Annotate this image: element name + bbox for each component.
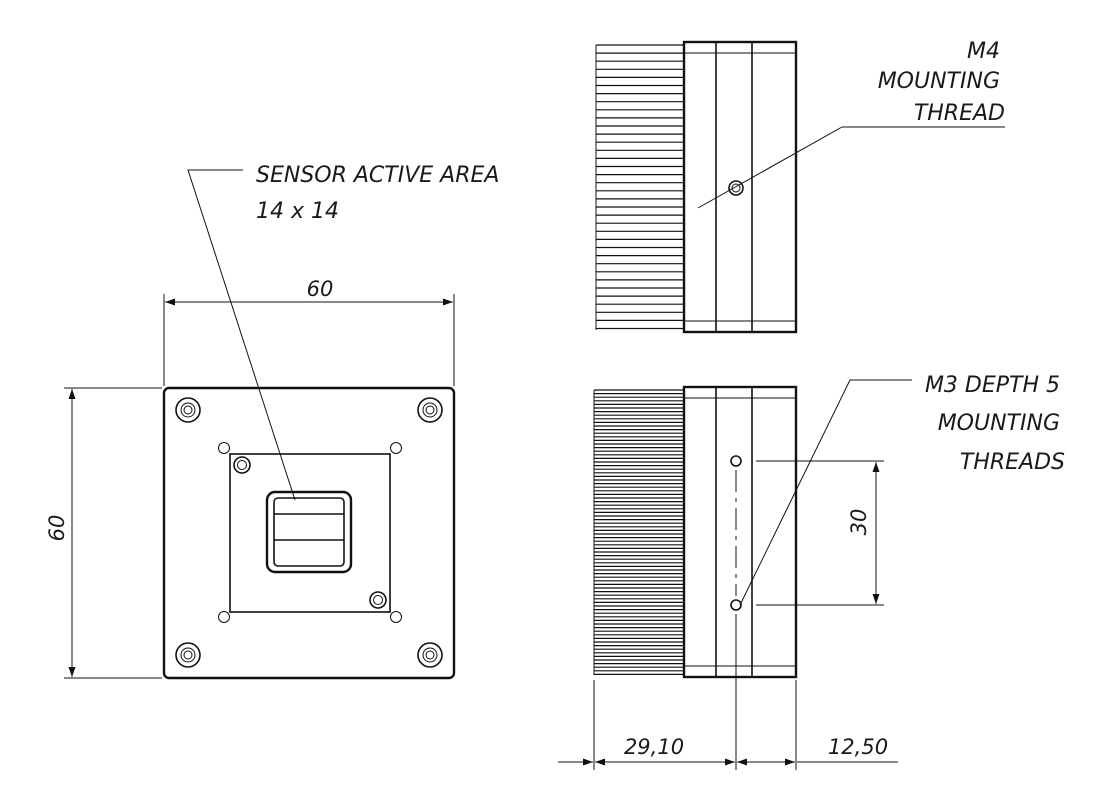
board-hole-bottom-right [390, 611, 402, 623]
m3-label-line2: MOUNTING [938, 411, 1060, 436]
front-plate-outline [162, 386, 456, 680]
sensor-board-outline [229, 453, 391, 613]
corner-screw-bottom-right [417, 642, 443, 668]
corner-screw-bottom-left [175, 642, 201, 668]
corner-screw-top-right [417, 397, 443, 423]
dimension-front-height-text: 60 [45, 515, 69, 542]
dimension-body-offset-text: 12,50 [828, 735, 888, 759]
side-view-bottom [558, 379, 912, 770]
sensor-leader-line [187, 169, 296, 501]
sensor-package [265, 490, 353, 574]
front-view: 60 60 [45, 169, 456, 680]
m4-thread-hole [728, 180, 744, 196]
m4-label-line1: M4 [967, 39, 1000, 64]
dimension-bottom [558, 614, 898, 770]
dimension-heatsink-length-text: 29,10 [624, 735, 684, 759]
m3-leader-line [739, 379, 912, 606]
board-hole-bottom-left [218, 611, 230, 623]
corner-screw-top-left [175, 397, 201, 423]
body-outline-top [682, 40, 798, 334]
dimension-thread-spacing [756, 460, 884, 606]
m3-label-line1: M3 DEPTH 5 [925, 373, 1060, 398]
body-outline-bottom [682, 385, 798, 679]
sensor-area-label-line2: 14 x 14 [256, 199, 339, 224]
side-view-top [595, 40, 1005, 334]
dimension-front-width-text: 60 [307, 277, 334, 301]
dimension-front-height [64, 387, 162, 679]
m3-thread-hole-top [730, 455, 742, 467]
m4-label-line2: MOUNTING [878, 69, 1000, 94]
m3-thread-hole-bottom [730, 599, 742, 611]
board-hole-top-left [218, 442, 230, 454]
dimension-thread-spacing-text: 30 [847, 509, 871, 536]
m4-label-line3: THREAD [914, 101, 1005, 126]
sensor-area-label-line1: SENSOR ACTIVE AREA [256, 163, 499, 188]
m4-leader-line [697, 126, 843, 209]
heatsink-fins-top [595, 44, 684, 330]
dimension-front-width [163, 294, 455, 386]
board-screw-bottom [369, 591, 387, 609]
heatsink-fins-bottom [593, 389, 684, 676]
m3-label-line3: THREADS [960, 450, 1065, 475]
board-hole-top-right [390, 442, 402, 454]
board-screw-top [233, 456, 251, 474]
